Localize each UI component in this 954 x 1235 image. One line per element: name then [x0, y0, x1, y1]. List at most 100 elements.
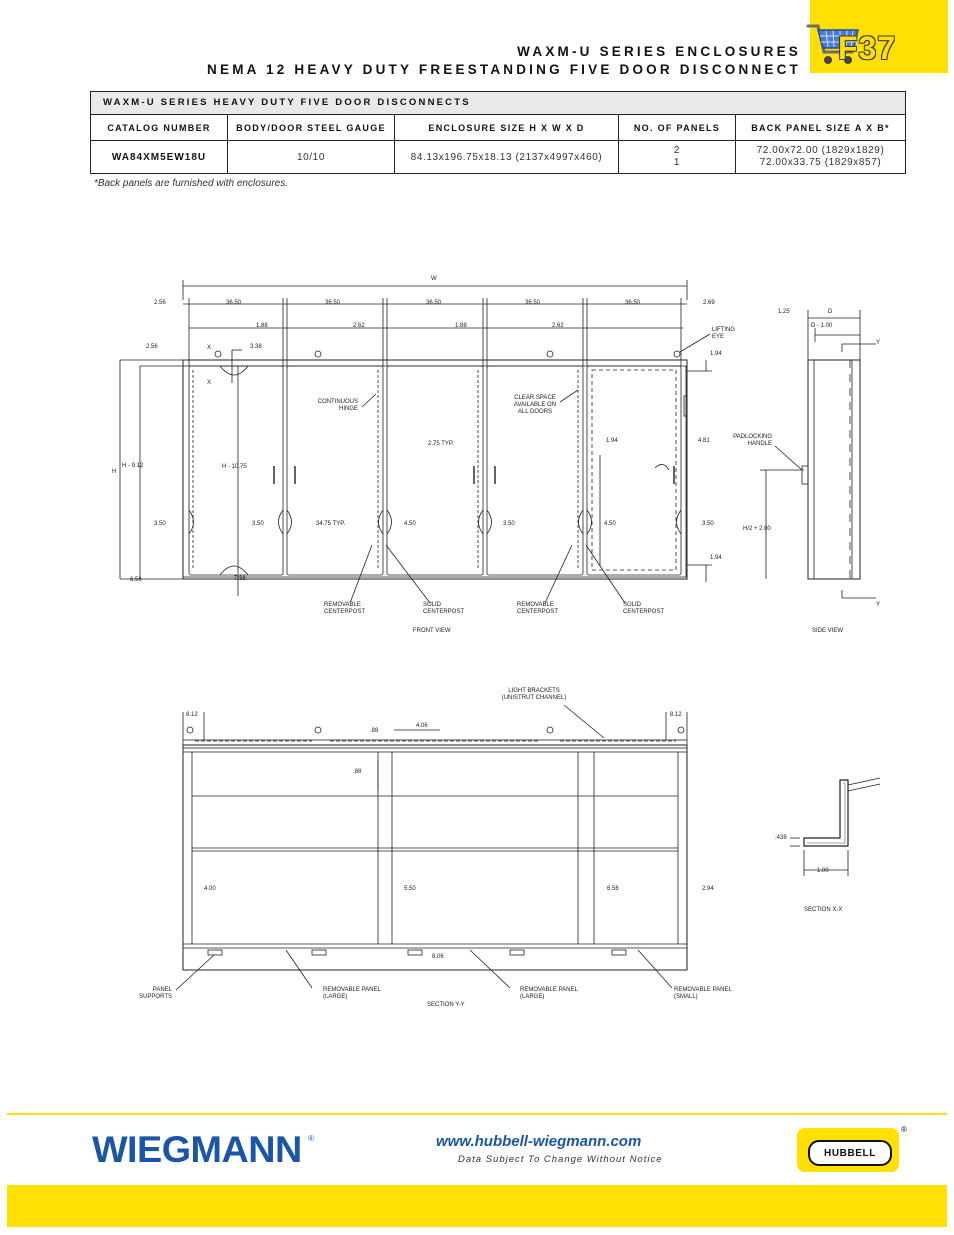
- catalog-number[interactable]: WA84XM5EW18U: [91, 141, 228, 173]
- dim-0-88-a: .88: [370, 728, 379, 734]
- dim-4-81: 4.81: [698, 438, 710, 444]
- dim-1-25: 1.25: [778, 309, 790, 315]
- dim-2-75-typ: 2.75 TYP.: [428, 441, 454, 447]
- dim-h: H: [112, 469, 117, 475]
- table-caption: WAXM-U SERIES HEAVY DUTY FIVE DOOR DISCO…: [91, 92, 905, 115]
- dim-2-62-a: 2.62: [353, 323, 365, 329]
- dim-36-50-a: 36.50: [226, 300, 242, 306]
- dim-1-88-a: 1.88: [256, 323, 268, 329]
- label-lifting-eye: LIFTING EYE: [712, 327, 736, 340]
- label-removable-centerpost-2: REMOVABLE CENTERPOST: [517, 602, 559, 615]
- label-removable-panel-large-2: REMOVABLE PANEL (LARGE): [520, 987, 578, 1000]
- column-header-size: ENCLOSURE SIZE H X W X D: [395, 115, 619, 140]
- dim-1-94-a: 1.94: [710, 351, 722, 357]
- website-link[interactable]: www.hubbell-wiegmann.com: [436, 1133, 642, 1150]
- label-clear-space: CLEAR SPACE AVAILABLE ON ALL DOORS: [513, 395, 557, 415]
- back-panel-size: 72.00x72.00 (1829x1829) 72.00x33.75 (182…: [736, 141, 905, 173]
- dim-1-88-b: 1.88: [455, 323, 467, 329]
- panel-count-1: 2: [673, 145, 681, 156]
- back-panel-size-1: 72.00x72.00 (1829x1829): [756, 145, 885, 156]
- dim-36-50-b: 36.50: [325, 300, 341, 306]
- dim-8-12-a: 8.12: [186, 712, 198, 718]
- dim-8-06: 8.06: [432, 954, 444, 960]
- footer-divider: [7, 1113, 947, 1115]
- dim-36-50-c: 36.50: [426, 300, 442, 306]
- caption-side-view: SIDE VIEW: [812, 628, 844, 634]
- label-removable-centerpost-1: REMOVABLE CENTERPOST: [324, 602, 366, 615]
- dim-h-10-75: H - 10.75: [222, 464, 247, 470]
- page-title: WAXM-U SERIES ENCLOSURES: [517, 44, 801, 59]
- dim-w: W: [431, 276, 437, 282]
- panel-count: 2 1: [619, 141, 736, 173]
- dim-6-56-yy: 6.56: [607, 886, 619, 892]
- dim-7-38: 7.38: [234, 576, 246, 582]
- dim-3-50-a: 3.50: [154, 521, 166, 527]
- dim-3-38: 3.38: [250, 344, 262, 350]
- dim-5-50: 5.50: [404, 886, 416, 892]
- page-code: F37: [838, 30, 897, 66]
- dim-36-50-e: 36.50: [625, 300, 641, 306]
- section-marker-x-bottom: X: [207, 380, 212, 386]
- wiegmann-registered-mark: ®: [308, 1134, 314, 1143]
- caption-section-xx: SECTION X-X: [804, 907, 843, 913]
- dim-6-56: 6.56: [130, 577, 142, 583]
- panel-count-2: 1: [673, 157, 681, 168]
- spec-table: WAXM-U SERIES HEAVY DUTY FIVE DOOR DISCO…: [90, 91, 906, 174]
- caption-front-view: FRONT VIEW: [413, 628, 451, 634]
- column-header-gauge: BODY/DOOR STEEL GAUGE: [228, 115, 395, 140]
- dim-1-00: 1.00: [817, 868, 829, 874]
- label-removable-panel-small: REMOVABLE PANEL (SMALL): [674, 987, 732, 1000]
- dim-1-94-b: 1.94: [606, 438, 618, 444]
- dim-0-88-b: .88: [353, 769, 362, 775]
- dim-d-minus-1: D - 1.00: [811, 323, 833, 329]
- section-marker-y-bottom: Y: [876, 602, 881, 608]
- dim-3-50-d: 3.50: [702, 521, 714, 527]
- column-header-panels: NO. OF PANELS: [619, 115, 736, 140]
- dim-8-12-b: 8.12: [670, 712, 682, 718]
- dim-3-50-c: 3.50: [503, 521, 515, 527]
- dim-2-56-b: 2.56: [146, 344, 158, 350]
- dim-h-9-12: H - 9.12: [122, 463, 144, 469]
- label-padlocking-handle: PADLOCKING HANDLE: [733, 434, 772, 447]
- label-continuous-hinge: CONTINUOUS HINGE: [317, 399, 358, 412]
- dim-4-50-b: 4.50: [604, 521, 616, 527]
- back-panel-size-2: 72.00x33.75 (1829x857): [759, 157, 882, 168]
- dim-2-56: 2.56: [154, 300, 166, 306]
- dim-2-94: 2.94: [702, 886, 714, 892]
- label-solid-centerpost-1: SOLID CENTERPOST: [423, 602, 465, 615]
- section-marker-y-top: Y: [876, 340, 881, 346]
- dim-34-75-typ: 34.75 TYP.: [316, 521, 346, 527]
- table-header-row: CATALOG NUMBER BODY/DOOR STEEL GAUGE ENC…: [91, 115, 905, 141]
- label-removable-panel-large-1: REMOVABLE PANEL (LARGE): [323, 987, 381, 1000]
- shopping-cart-icon[interactable]: [806, 18, 862, 70]
- page-subtitle: NEMA 12 HEAVY DUTY FREESTANDING FIVE DOO…: [207, 62, 801, 77]
- steel-gauge: 10/10: [228, 141, 395, 173]
- dim-4-00: 4.00: [204, 886, 216, 892]
- column-header-catalog: CATALOG NUMBER: [91, 115, 228, 140]
- label-solid-centerpost-2: SOLID CENTERPOST: [623, 602, 665, 615]
- table-row: WA84XM5EW18U 10/10 84.13x196.75x18.13 (2…: [91, 141, 905, 173]
- label-light-brackets: LIGHT BRACKETS (UNISTRUT CHANNEL): [501, 688, 567, 701]
- dim-3-50-b: 3.50: [252, 521, 264, 527]
- label-panel-supports: PANEL SUPPORTS: [139, 987, 172, 1000]
- wiegmann-logo: WIEGMANN: [91, 1129, 302, 1170]
- caption-section-yy: SECTION Y-Y: [427, 1002, 465, 1008]
- section-marker-x-top: X: [207, 345, 212, 351]
- dim-2-69: 2.69: [703, 300, 715, 306]
- hubbell-logo: HUBBELL: [808, 1140, 892, 1166]
- dim-d: D: [828, 309, 833, 315]
- footer-bar: [7, 1185, 947, 1227]
- enclosure-size: 84.13x196.75x18.13 (2137x4997x460): [395, 141, 619, 173]
- table-footnote: *Back panels are furnished with enclosur…: [94, 178, 288, 189]
- dim-4-06: 4.06: [416, 723, 428, 729]
- dim-4-50-a: 4.50: [404, 521, 416, 527]
- column-header-back-panel: BACK PANEL SIZE A X B*: [751, 122, 890, 133]
- change-notice: Data Subject To Change Without Notice: [458, 1154, 663, 1165]
- hubbell-registered-mark: ®: [901, 1125, 907, 1134]
- dim-0-438: .438: [775, 835, 787, 841]
- dim-h-half: H/2 + 2.00: [743, 526, 771, 532]
- dim-36-50-d: 36.50: [525, 300, 541, 306]
- dim-2-62-b: 2.62: [552, 323, 564, 329]
- dim-1-94-c: 1.94: [710, 555, 722, 561]
